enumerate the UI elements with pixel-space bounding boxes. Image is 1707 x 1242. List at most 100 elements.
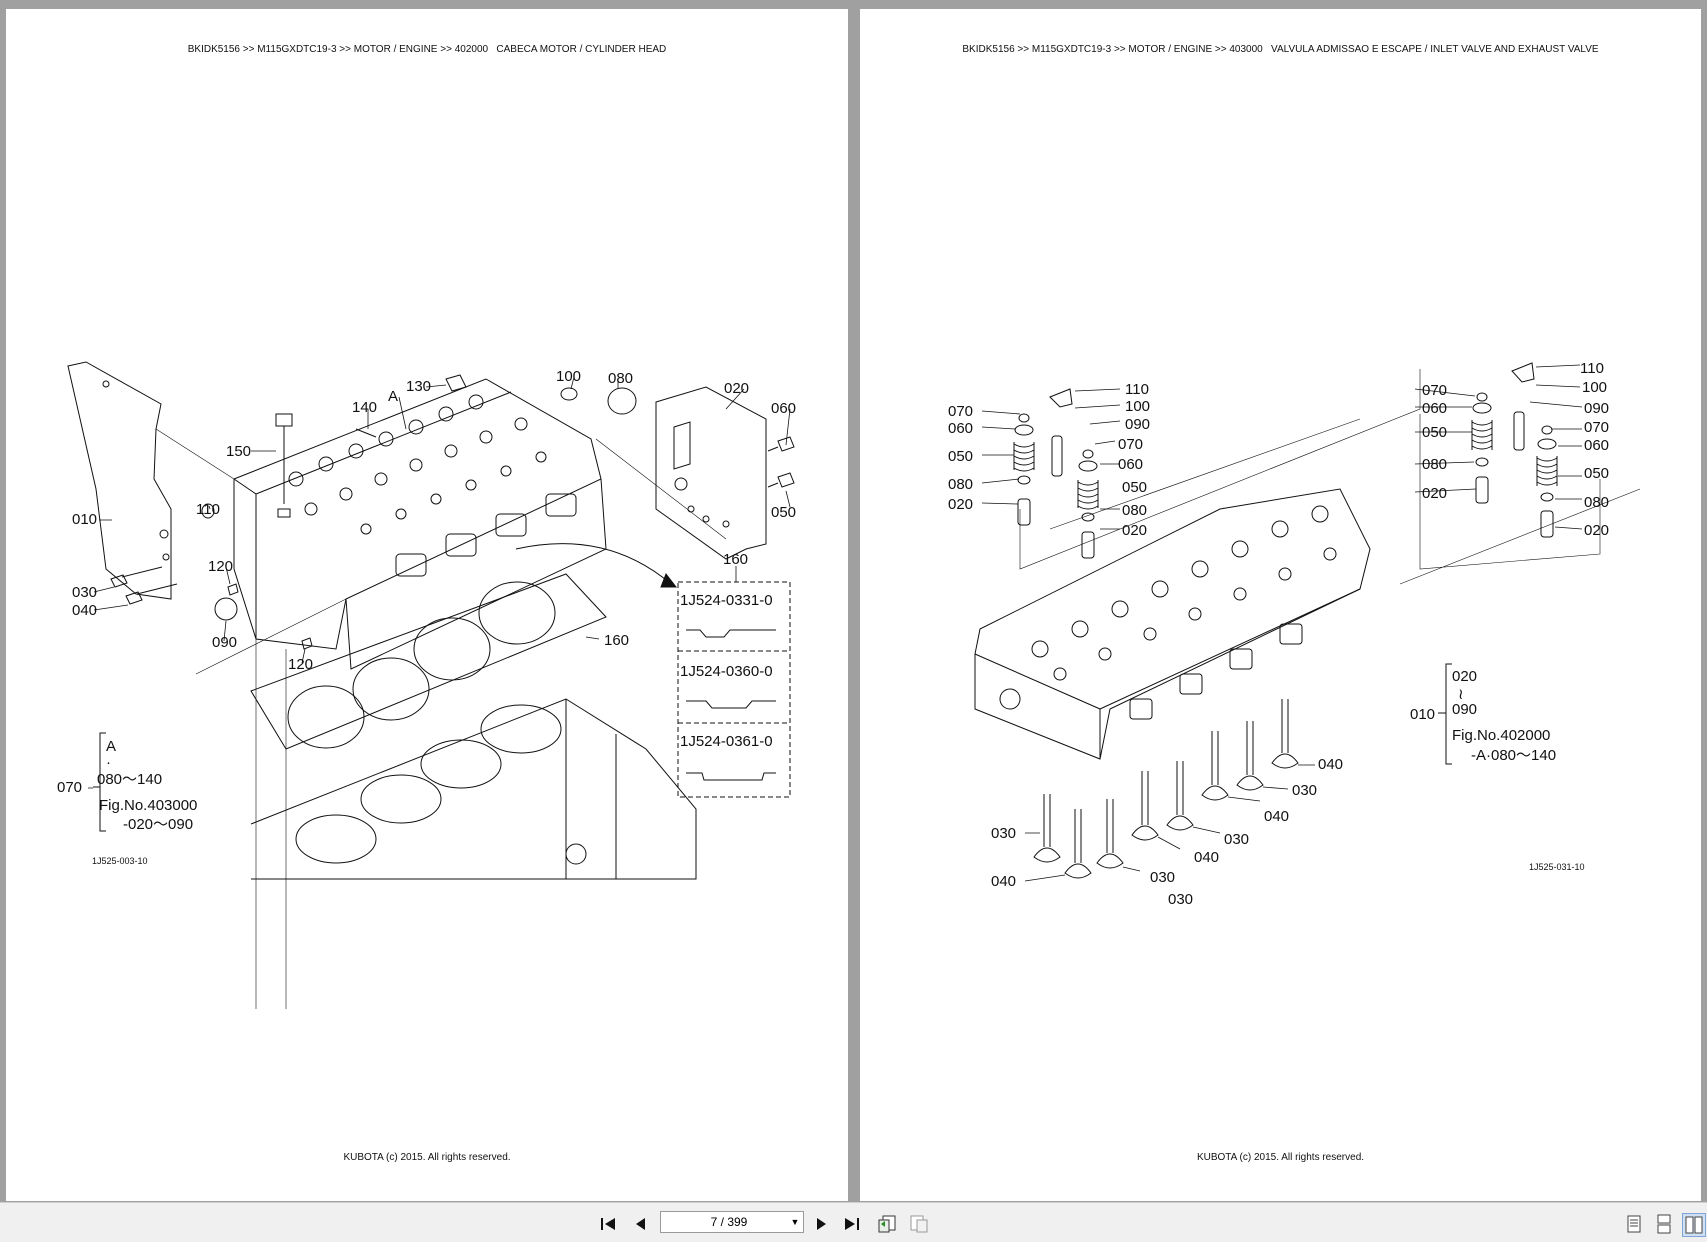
label-070: 070 xyxy=(1118,436,1143,453)
label-030-valve-left: 030 xyxy=(991,825,1016,842)
label-A: A xyxy=(388,388,398,405)
label-080-right: 080 xyxy=(1584,494,1609,511)
label-100: 100 xyxy=(556,368,581,385)
label-050-right: 050 xyxy=(1584,465,1609,482)
continuous-view-button[interactable] xyxy=(1653,1213,1675,1235)
label-090: 090 xyxy=(212,634,237,651)
go-forward-view-button[interactable] xyxy=(908,1213,930,1235)
gasket-code-1: 1J524-0331-0 xyxy=(680,592,773,609)
note-code: 010 xyxy=(1410,706,1435,723)
label-110-right: 110 xyxy=(1580,360,1604,377)
facing-pages-icon xyxy=(1685,1216,1703,1234)
label-090: 090 xyxy=(1125,416,1150,433)
previous-page-icon xyxy=(636,1218,645,1230)
label-040-valve: 040 xyxy=(1318,756,1343,773)
note-line-5: -020～090 xyxy=(123,816,193,833)
last-page-button[interactable] xyxy=(841,1213,863,1235)
label-030: 030 xyxy=(72,584,97,601)
note-line-4: Fig.No.402000 xyxy=(1452,727,1550,744)
go-back-view-button[interactable] xyxy=(876,1213,898,1235)
note-line-1: 020 xyxy=(1452,668,1477,685)
label-060: 060 xyxy=(1118,456,1143,473)
note-line-3: 080～140 xyxy=(97,771,162,788)
continuous-page-icon xyxy=(1657,1214,1671,1234)
note-line-5: -A·080～140 xyxy=(1471,747,1556,764)
label-100-right: 100 xyxy=(1582,379,1607,396)
label-090-right: 090 xyxy=(1584,400,1609,417)
note-line-1: A xyxy=(106,738,116,755)
label-030-valve-3: 030 xyxy=(1150,869,1175,886)
note-line-3: 090 xyxy=(1452,701,1477,718)
label-120: 120 xyxy=(208,558,233,575)
label-040-valve-3: 040 xyxy=(1194,849,1219,866)
label-050: 050 xyxy=(771,504,796,521)
note-line-2: ≀ xyxy=(1458,686,1464,703)
label-020-left: 020 xyxy=(948,496,973,513)
page-footer: KUBOTA (c) 2015. All rights reserved. xyxy=(1196,1152,1365,1163)
label-110: 110 xyxy=(1125,381,1149,398)
label-100: 100 xyxy=(1125,398,1150,415)
page-header: BKIDK5156 >> M115GXDTC19-3 >> MOTOR / EN… xyxy=(962,44,1599,55)
label-030-valve-2: 030 xyxy=(1224,831,1249,848)
back-view-icon xyxy=(878,1215,896,1233)
label-160-inset: 160 xyxy=(723,551,748,568)
label-160: 160 xyxy=(604,632,629,649)
gasket-code-3: 1J524-0361-0 xyxy=(680,733,773,750)
label-070-mid: 070 xyxy=(1422,382,1447,399)
label-010: 010 xyxy=(72,511,97,528)
dropdown-arrow-icon: ▼ xyxy=(790,1217,800,1227)
cylinder-head-exploded-diagram: 010 020 030 040 050 060 080 090 100 110 … xyxy=(57,361,796,1009)
label-080: 080 xyxy=(1122,502,1147,519)
first-page-button[interactable] xyxy=(597,1213,619,1235)
document-page-right: BKIDK5156 >> M115GXDTC19-3 >> MOTOR / EN… xyxy=(860,9,1701,1201)
label-150: 150 xyxy=(226,443,251,460)
label-050-left: 050 xyxy=(948,448,973,465)
viewer-toolbar: 7 / 399 ▼ xyxy=(0,1202,1707,1242)
previous-page-button[interactable] xyxy=(630,1213,652,1235)
label-070-right: 070 xyxy=(1584,419,1609,436)
label-020: 020 xyxy=(724,380,749,397)
document-page-left: BKIDK5156 >> M115GXDTC19-3 >> MOTOR / EN… xyxy=(6,9,848,1201)
valve-exploded-diagram: 110 100 090 070 060 050 080 020 070 060 … xyxy=(948,360,1641,908)
gasket-code-2: 1J524-0360-0 xyxy=(680,663,773,680)
note-line-2: · xyxy=(106,754,111,771)
figure-id: 1J525-003-10 xyxy=(92,856,148,866)
label-130: 130 xyxy=(406,378,431,395)
next-page-icon xyxy=(817,1218,826,1230)
label-110: 110 xyxy=(196,501,220,518)
label-080-left: 080 xyxy=(948,476,973,493)
figure-id: 1J525-031-10 xyxy=(1529,862,1585,872)
label-040: 040 xyxy=(72,602,97,619)
page-selector[interactable]: 7 / 399 ▼ xyxy=(660,1211,804,1233)
page-footer: KUBOTA (c) 2015. All rights reserved. xyxy=(343,1152,511,1163)
label-020-mid: 020 xyxy=(1422,485,1447,502)
last-page-icon xyxy=(845,1218,859,1230)
first-page-icon xyxy=(601,1218,615,1230)
label-120-second: 120 xyxy=(288,656,313,673)
note-line-4: Fig.No.403000 xyxy=(99,797,197,814)
label-020: 020 xyxy=(1122,522,1147,539)
label-140: 140 xyxy=(352,399,377,416)
forward-view-icon xyxy=(910,1215,928,1233)
label-060-left: 060 xyxy=(948,420,973,437)
next-page-button[interactable] xyxy=(810,1213,832,1235)
label-060-mid: 060 xyxy=(1422,400,1447,417)
label-060-right: 060 xyxy=(1584,437,1609,454)
facing-pages-view-button[interactable] xyxy=(1682,1213,1706,1237)
label-080-mid: 080 xyxy=(1422,456,1447,473)
single-page-view-button[interactable] xyxy=(1623,1213,1645,1235)
label-050-mid: 050 xyxy=(1422,424,1447,441)
page-header: BKIDK5156 >> M115GXDTC19-3 >> MOTOR / EN… xyxy=(187,44,667,55)
label-070-left: 070 xyxy=(948,403,973,420)
label-030-valve-4: 030 xyxy=(1168,891,1193,908)
label-060: 060 xyxy=(771,400,796,417)
label-040-valve-left: 040 xyxy=(991,873,1016,890)
label-050: 050 xyxy=(1122,479,1147,496)
label-040-valve-2: 040 xyxy=(1264,808,1289,825)
label-020-right: 020 xyxy=(1584,522,1609,539)
page-indicator: 7 / 399 xyxy=(710,1215,748,1229)
label-030-valve: 030 xyxy=(1292,782,1317,799)
single-page-icon xyxy=(1627,1215,1641,1233)
note-code: 070 xyxy=(57,779,82,796)
label-080: 080 xyxy=(608,370,633,387)
